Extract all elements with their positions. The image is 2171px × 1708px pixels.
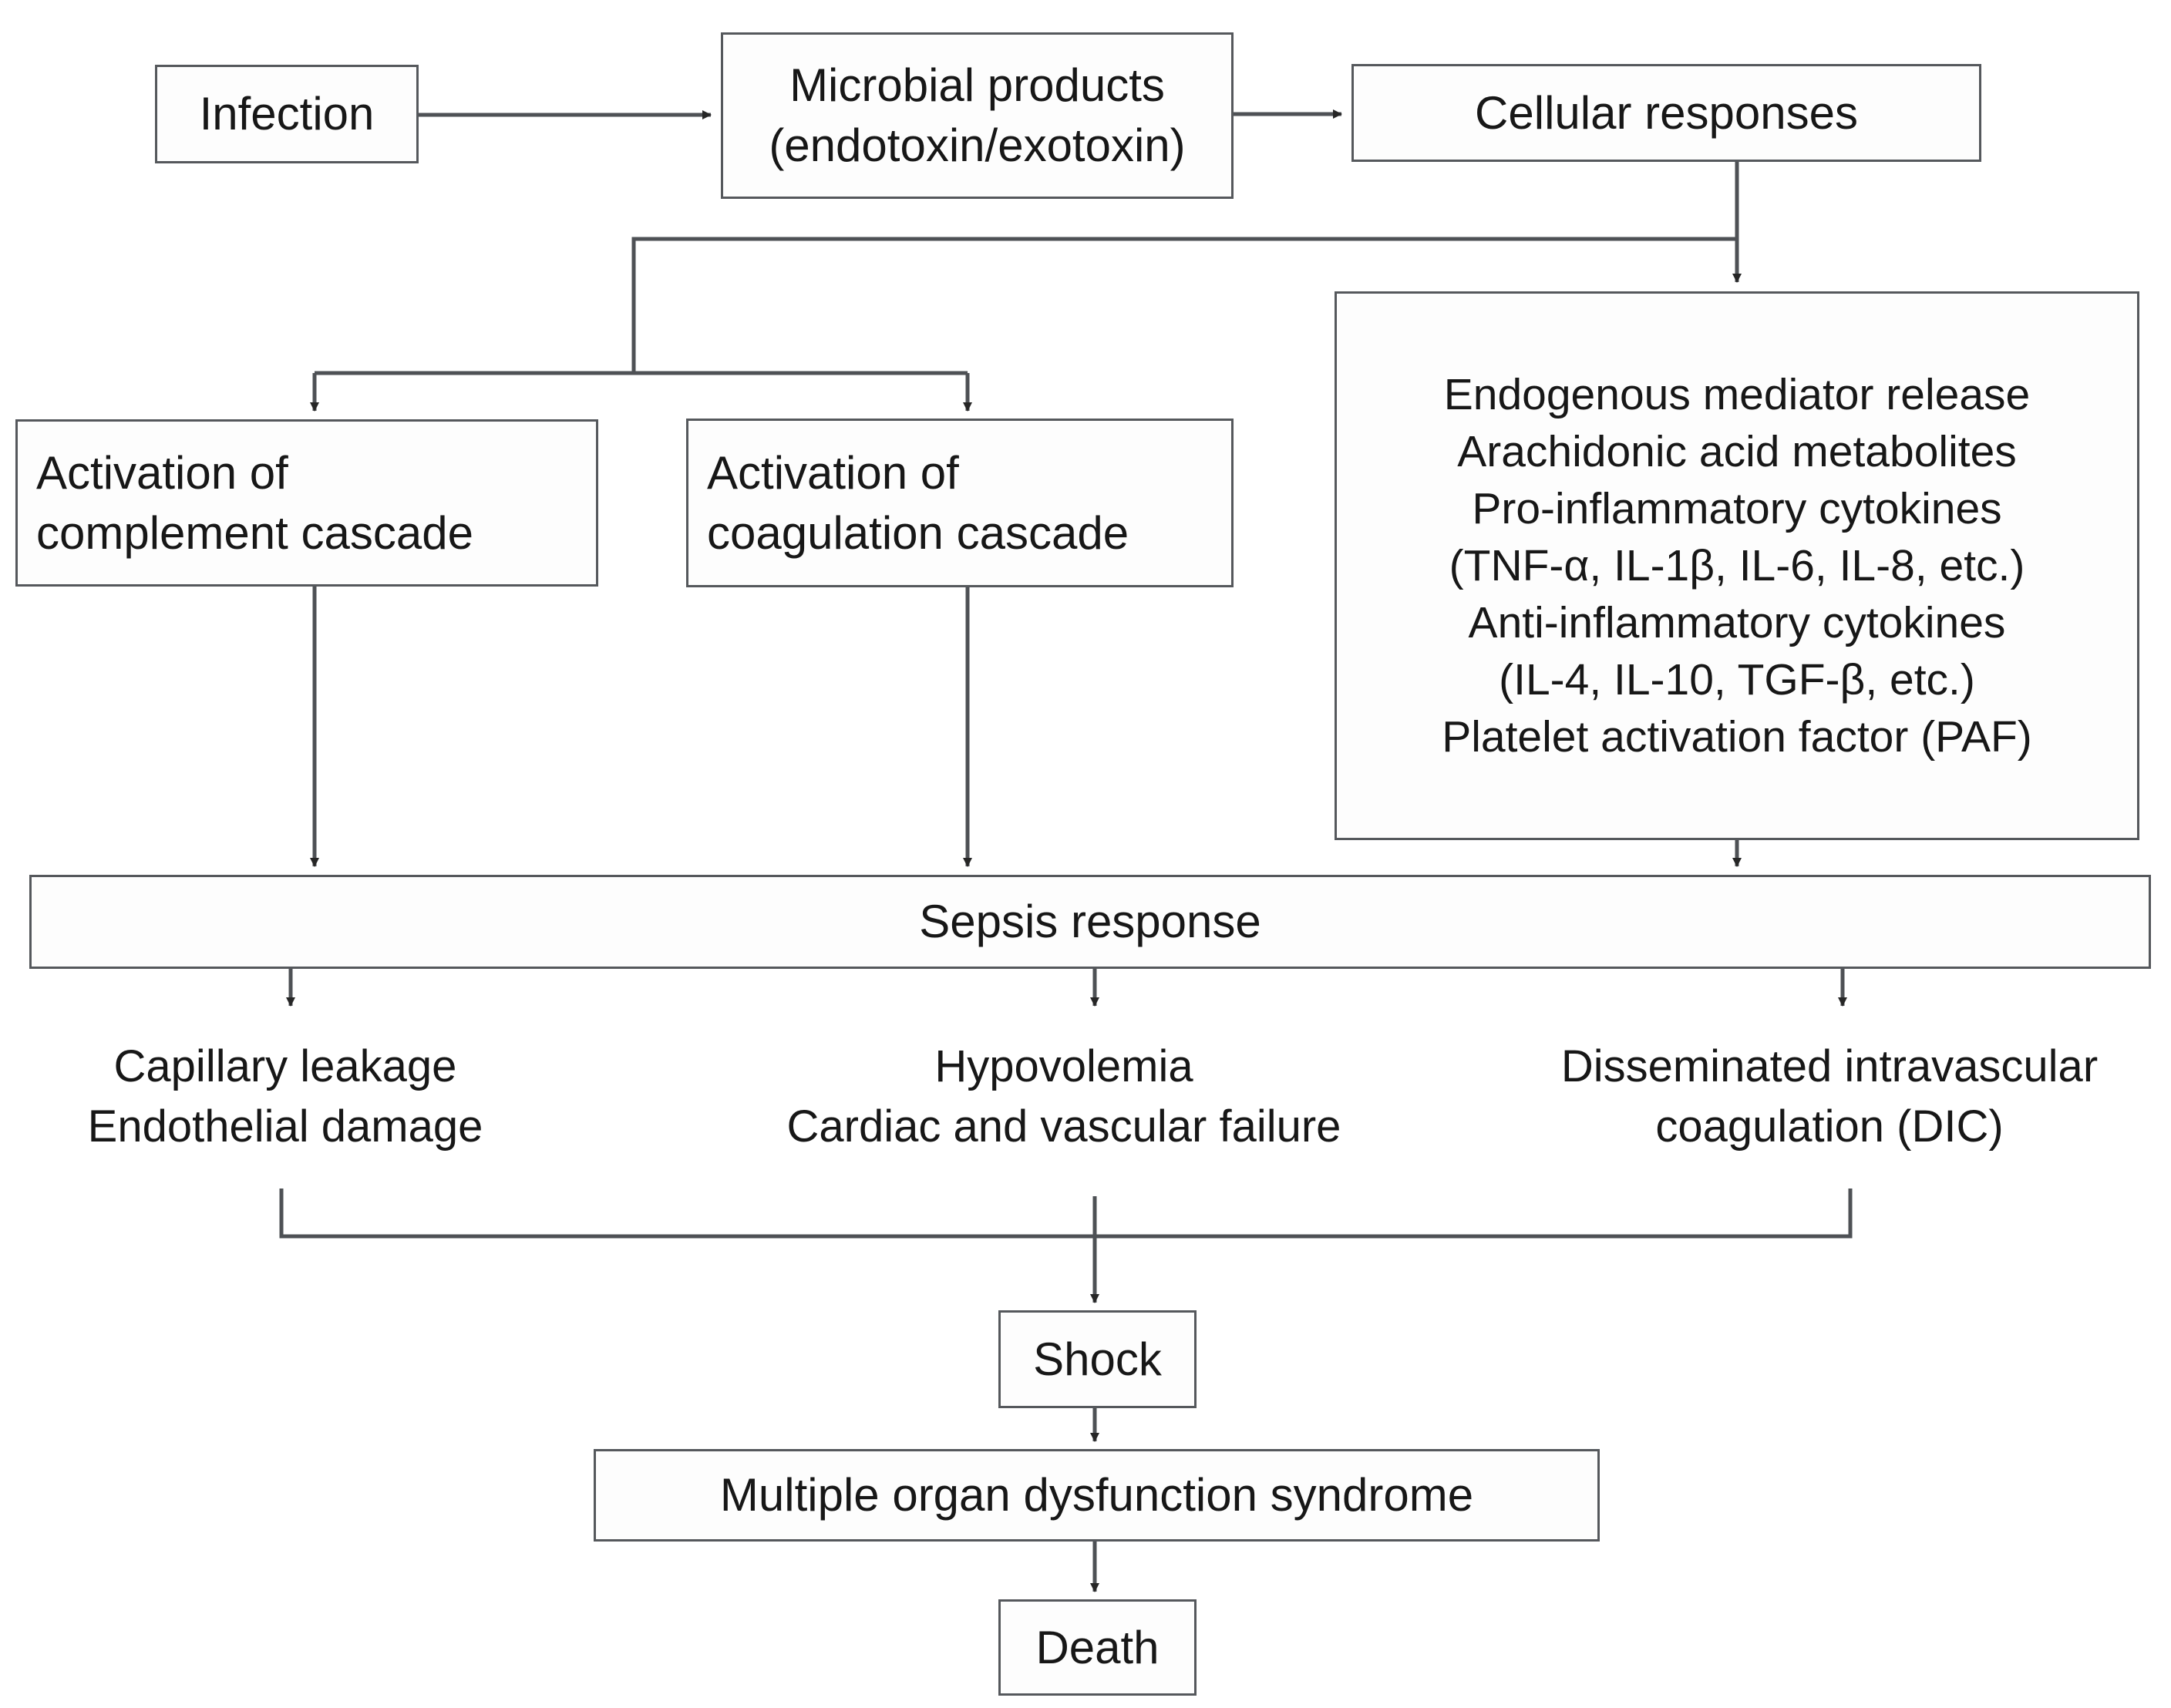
outcome-hypovolemia-line-0: Hypovolemia [934, 1041, 1193, 1091]
node-complement-line-1: complement cascade [36, 506, 473, 559]
node-mediators-line-4: Anti-inflammatory cytokines [1468, 598, 2006, 648]
node-sepsis-line-0: Sepsis response [919, 896, 1261, 947]
node-microbial-products[interactable]: Microbial products (endotoxin/exotoxin) [721, 32, 1234, 199]
node-mediators-line-6: Platelet activation factor (PAF) [1442, 712, 2032, 762]
node-mediators-line-0: Endogenous mediator release [1443, 369, 2031, 419]
outcome-capillary-line-1: Endothelial damage [87, 1101, 483, 1152]
node-microbial-line-1: (endotoxin/exotoxin) [769, 119, 1186, 171]
node-sepsis-response[interactable]: Sepsis response [29, 875, 2151, 969]
node-infection[interactable]: Infection [155, 65, 419, 163]
outcome-capillary-leakage: Capillary leakage Endothelial damage [0, 1037, 571, 1156]
edge-merge-bracket [279, 1189, 1853, 1239]
node-shock-line-0: Shock [1033, 1333, 1162, 1385]
node-mediators-line-2: Pro-inflammatory cytokines [1472, 483, 2002, 533]
node-shock[interactable]: Shock [998, 1310, 1197, 1408]
outcome-capillary-line-0: Capillary leakage [113, 1041, 457, 1091]
node-cellular-responses[interactable]: Cellular responses [1351, 64, 1981, 162]
outcome-dic: Disseminated intravascular coagulation (… [1488, 1037, 2171, 1156]
node-mods-line-0: Multiple organ dysfunction syndrome [719, 1469, 1474, 1521]
node-mediators-line-1: Arachidonic acid metabolites [1457, 426, 2017, 476]
node-coagulation-line-0: Activation of [707, 446, 959, 499]
node-infection-line-0: Infection [199, 88, 375, 140]
outcome-dic-line-0: Disseminated intravascular [1560, 1041, 2099, 1091]
node-death[interactable]: Death [998, 1599, 1197, 1696]
node-cellular-line-0: Cellular responses [1475, 86, 1858, 139]
outcome-dic-line-1: coagulation (DIC) [1655, 1101, 2004, 1152]
node-mediators-line-3: (TNF-α, IL-1β, IL-6, IL-8, etc.) [1449, 540, 2025, 590]
node-coagulation-line-1: coagulation cascade [707, 506, 1129, 559]
node-multiple-organ-dysfunction-syndrome[interactable]: Multiple organ dysfunction syndrome [594, 1449, 1600, 1542]
node-endogenous-mediators[interactable]: Endogenous mediator release Arachidonic … [1335, 291, 2139, 840]
node-complement-line-0: Activation of [36, 446, 288, 499]
node-death-line-0: Death [1035, 1621, 1160, 1673]
node-coagulation-activation[interactable]: Activation of coagulation cascade [686, 419, 1234, 587]
node-microbial-line-0: Microbial products [789, 59, 1165, 111]
outcome-hypovolemia-line-1: Cardiac and vascular failure [786, 1101, 1341, 1152]
outcome-hypovolemia: Hypovolemia Cardiac and vascular failure [678, 1037, 1449, 1156]
node-complement-activation[interactable]: Activation of complement cascade [15, 419, 598, 587]
node-mediators-line-5: (IL-4, IL-10, TGF-β, etc.) [1499, 655, 1975, 705]
